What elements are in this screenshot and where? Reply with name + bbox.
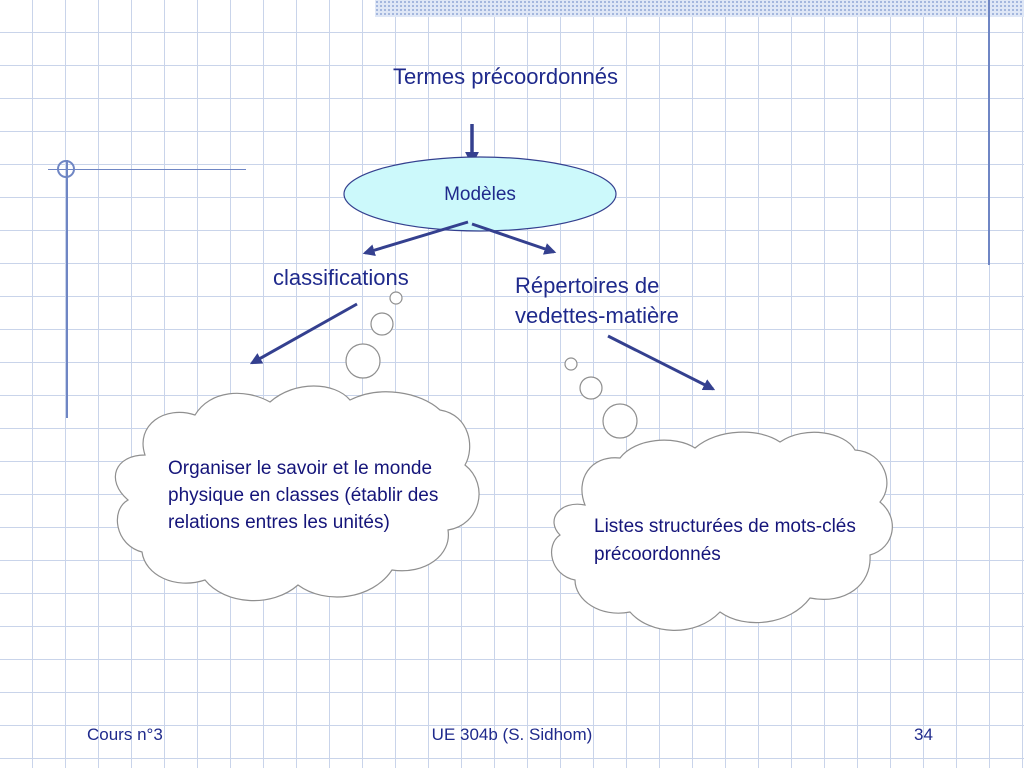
corner-decoration-band	[375, 0, 1024, 17]
thought-bubble-right-small	[564, 357, 578, 371]
modeles-ellipse	[343, 156, 617, 232]
arrow-modeles-to-classifications	[362, 220, 469, 256]
left-branch-label: classifications	[273, 265, 409, 290]
cloud-left	[114, 385, 480, 602]
arrow-classifications-down	[249, 302, 358, 365]
arrow-repertoires-down	[607, 334, 716, 391]
left-cloud-text: Organiser le savoir et le monde physique…	[168, 458, 439, 533]
top-label-termes: Termes précoordonnés	[393, 64, 619, 89]
right-branch-label: Répertoires de vedettes-matière	[515, 273, 679, 328]
decorative-vertical-line-right	[988, 0, 990, 265]
cloud-right	[551, 431, 893, 631]
right-cloud-text: Listes structurées de mots-clés précoord…	[594, 516, 856, 565]
page-number: 34	[914, 725, 933, 744]
thought-bubble-left-medium	[370, 312, 394, 336]
arrow-modeles-to-repertoires	[471, 222, 557, 255]
thought-bubble-right-large	[602, 403, 638, 439]
decorative-horizontal-line	[48, 169, 246, 170]
thought-bubble-right-medium	[579, 376, 603, 400]
footer-center: UE 304b (S. Sidhom)	[431, 725, 593, 744]
thought-bubble-left-large	[345, 343, 381, 379]
footer-course: Cours n°3	[87, 725, 163, 744]
thought-bubble-left-small	[389, 291, 403, 305]
center-node-label: Modèles	[444, 184, 516, 205]
decorative-vertical-line-left	[66, 160, 68, 418]
decorative-circle	[57, 160, 75, 178]
